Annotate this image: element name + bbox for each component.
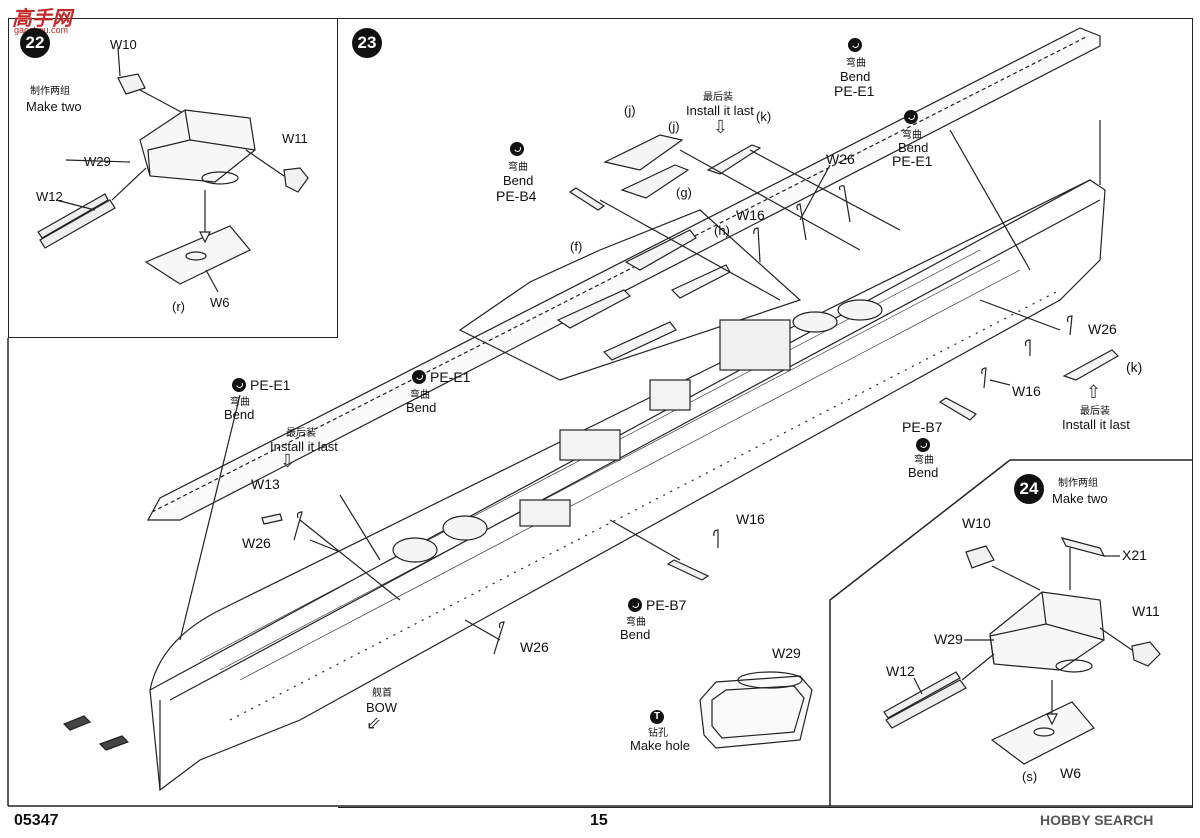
step23-cn-install-last-left: 最后装 [286,428,316,439]
step-22-badge: 22 [20,28,50,58]
step22-cn-make-two: 制作两组 [30,86,70,97]
bend-icon-peb4 [510,142,524,156]
step23-part-f: (f) [570,239,583,254]
bend-icon-left [232,378,246,392]
step23-cn-install-last-right: 最后装 [1080,406,1110,417]
step24-part-x21: X21 [1122,547,1147,563]
step23-bow: BOW [366,700,398,715]
step23-pe-e1-top: PE-E1 [834,83,875,99]
bend-icon-peb7-right [916,438,930,452]
bend-icon-mid [412,370,426,384]
step23-part-w16-a: W16 [736,207,765,223]
step23-part-h: (h) [714,223,730,238]
step23-install-last-top: Install it last [686,103,754,118]
step22-part-w10: W10 [110,37,137,52]
bend-icon-top [848,38,862,52]
step23-part-w16-c: W16 [736,511,765,527]
step23-cn-bow: 舰首 [372,688,392,699]
step23-install-last-right: Install it last [1062,417,1130,432]
step24-cn-make-two: 制作两组 [1058,478,1098,489]
step24-part-w12: W12 [886,663,915,679]
step22-frame [8,18,338,338]
step23-bend-top: Bend [840,69,871,84]
install-last-arrow-top: ⇩ [713,117,729,137]
step22-make-two: Make two [26,99,82,114]
step23-pe-e1-mid: PE-E1 [430,369,471,385]
step23-make-hole: Make hole [630,738,690,753]
step24-part-w11: W11 [1132,603,1160,619]
bend-icon-peb7-bottom [628,598,642,612]
step23-cn-bend-left: 弯曲 [230,397,250,408]
bow-arrow: ⇙ [366,713,382,733]
step23-cn-install-last-top: 最后装 [703,92,733,103]
step23-bend-peb4: Bend [503,173,534,188]
step23-bend-peb7-right: Bend [908,465,939,480]
drill-icon: T [650,710,664,724]
install-last-arrow-right: ⇧ [1086,382,1102,402]
step24-part-s: (s) [1022,769,1038,784]
step23-part-w26-c: W26 [1088,321,1117,337]
step23-part-g: (g) [676,185,692,200]
step-24-badge: 24 [1014,474,1044,504]
step23-part-j1: (j) [624,103,636,118]
bend-icon-right [904,110,918,124]
step23-cn-bend-top: 弯曲 [846,58,866,69]
step23-bend-peb7-bottom: Bend [620,627,651,642]
step24-part-w29: W29 [934,631,963,647]
step23-part-w26-d: W26 [520,639,549,655]
step23-pe-b7-bottom: PE-B7 [646,597,687,613]
step24-part-w10: W10 [962,515,991,531]
install-last-arrow-left: ⇩ [280,451,296,471]
step23-cn-bend-right: 弯曲 [902,130,922,141]
step23-bend-right: Bend [898,140,929,155]
step22-part-w6: W6 [210,295,230,310]
step23-pe-e1-left: PE-E1 [250,377,291,393]
step23-bend-left: Bend [224,407,255,422]
step23-part-w16-b: W16 [1012,383,1041,399]
step23-pe-b4: PE-B4 [496,188,537,204]
page-number: 15 [590,812,608,829]
step23-cn-drill: 钻孔 [648,728,668,739]
hobby-search-watermark: HOBBY SEARCH [1040,812,1154,828]
step23-cn-bend-peb4: 弯曲 [508,162,528,173]
step23-part-w26-b: W26 [242,535,271,551]
step23-cn-bend-peb7-right: 弯曲 [914,455,934,466]
step23-pe-e1-right: PE-E1 [892,153,933,169]
watermark-logo: 高手网 [12,8,72,30]
step23-part-k2: (k) [1126,359,1143,375]
step23-install-last-left: Install it last [270,439,338,454]
step23-cn-bend-peb7-bottom: 弯曲 [626,617,646,628]
step23-part-w26-a: W26 [826,151,855,167]
step23-cn-bend-mid: 弯曲 [410,390,430,401]
step23-w29: W29 [772,645,801,661]
step24-make-two: Make two [1052,491,1108,506]
step24-part-w6: W6 [1060,765,1081,781]
step23-part-w13: W13 [251,476,280,492]
step23-part-j2: (j) [668,119,680,134]
step23-bend-mid: Bend [406,400,437,415]
step23-part-k1: (k) [756,109,772,124]
step23-frame [338,18,1193,808]
step22-part-r: (r) [172,299,185,314]
step22-part-w11: W11 [282,131,308,146]
product-code: 05347 [14,812,59,829]
step-23-badge: 23 [352,28,382,58]
step23-pe-b7-right: PE-B7 [902,419,943,435]
